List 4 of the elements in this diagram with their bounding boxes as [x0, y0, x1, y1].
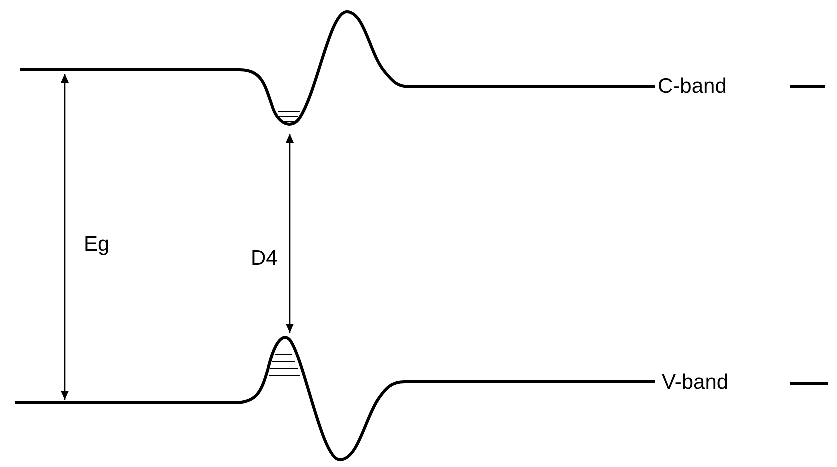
band-label: C-band [658, 76, 727, 97]
gap-label: Eg [84, 234, 110, 255]
gap-label: D4 [251, 248, 278, 269]
band-label: V-band [662, 372, 729, 393]
